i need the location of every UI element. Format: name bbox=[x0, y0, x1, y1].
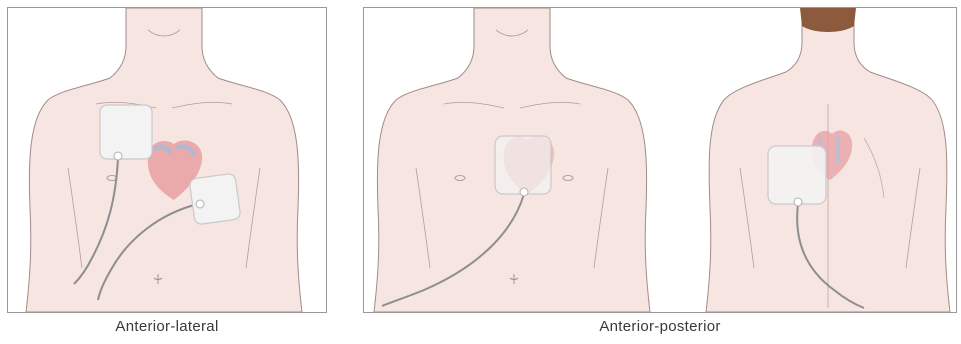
anterior-lateral-panel bbox=[7, 7, 327, 313]
anterior-posterior-panel bbox=[363, 7, 957, 313]
electrode-pad-anterior bbox=[495, 136, 551, 194]
anterior-lateral-illustration bbox=[8, 8, 326, 312]
hair bbox=[800, 8, 856, 32]
electrode-pad-anterior bbox=[100, 105, 152, 159]
electrode-pad-lateral bbox=[189, 173, 241, 225]
caption-anterior-posterior: Anterior-posterior bbox=[363, 318, 957, 335]
anterior-posterior-illustration bbox=[364, 8, 956, 312]
pad-connector-2 bbox=[196, 200, 204, 208]
caption-anterior-lateral: Anterior-lateral bbox=[7, 318, 327, 335]
pad-connector-1 bbox=[114, 152, 122, 160]
pad-connector-front bbox=[520, 188, 528, 196]
electrode-pad-posterior bbox=[768, 146, 826, 204]
pad-connector-back bbox=[794, 198, 802, 206]
